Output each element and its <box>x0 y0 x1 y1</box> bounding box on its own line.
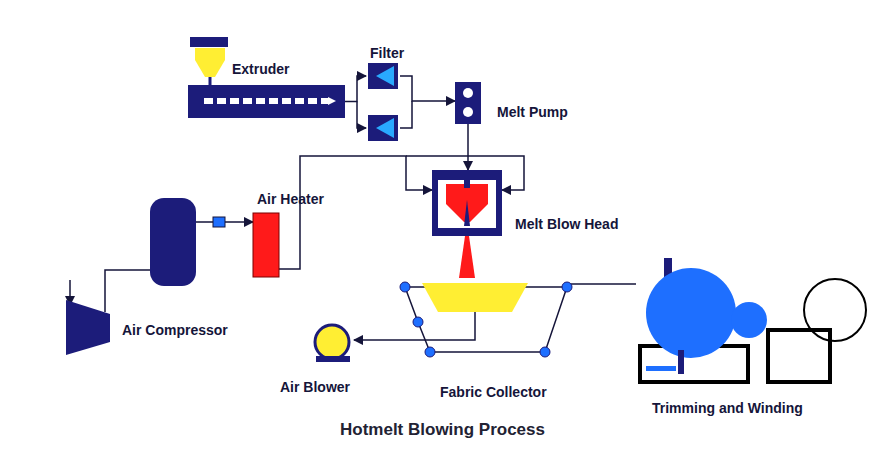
screw-flight <box>217 98 226 104</box>
hopper-stem <box>209 77 212 85</box>
filter: Filter <box>366 60 400 144</box>
component-label: Extruder <box>232 61 290 77</box>
filter-unit <box>368 115 398 141</box>
extruder-barrel <box>188 85 345 118</box>
air-tank <box>150 198 196 286</box>
screw-flight <box>269 98 278 104</box>
finished-roll <box>804 279 866 341</box>
air-blower: Air Blower <box>312 323 354 363</box>
component-label: Air Compressor <box>122 322 228 338</box>
die-tip <box>464 200 470 226</box>
tank-valve <box>213 217 225 227</box>
die-inlet <box>464 170 470 188</box>
flow-line-segment <box>279 156 432 269</box>
flow-line <box>279 156 524 269</box>
component-label: Fabric Collector <box>440 384 547 400</box>
filter-shape <box>366 60 400 144</box>
extruder: Extruder <box>188 85 345 118</box>
flow-line-segment <box>400 76 455 101</box>
trimming-winder-shape <box>636 258 868 386</box>
filter-unit <box>368 63 398 89</box>
melt-pump: Melt Pump <box>455 82 481 124</box>
air-heater-shape <box>253 213 279 277</box>
component-label: Air Heater <box>257 191 324 207</box>
pump-body <box>455 82 481 124</box>
flow-line-segment <box>357 102 366 129</box>
air-compressor-shape <box>66 300 110 355</box>
flow-line <box>354 340 400 341</box>
trimming-winder: Trimming and Winding <box>636 258 868 386</box>
flow-line <box>345 76 366 128</box>
screw-flight <box>204 98 213 104</box>
screw-flight <box>282 98 291 104</box>
screw-flight <box>230 98 239 104</box>
flow-line-segment <box>467 124 469 170</box>
blower-base <box>316 356 350 362</box>
caption: Hotmelt Blowing Process <box>0 420 885 440</box>
component-label: Air Blower <box>280 379 350 395</box>
air-blower-shape <box>312 323 354 363</box>
flow-line <box>570 284 636 285</box>
component-label: Melt Blow Head <box>515 216 618 232</box>
filter-mesh <box>376 66 394 86</box>
die-body <box>432 170 502 236</box>
screw-flight <box>243 98 252 104</box>
melt-spray <box>459 236 475 278</box>
flow-line-segment <box>406 156 524 190</box>
belt-roller <box>413 317 423 327</box>
flow-line-segment <box>345 76 366 102</box>
screw-tip <box>328 97 336 105</box>
filter-mesh <box>376 118 394 138</box>
screw-flight <box>295 98 304 104</box>
component-label: Melt Pump <box>497 104 568 120</box>
roll-stand <box>646 366 676 371</box>
component-label: Filter <box>370 45 404 61</box>
flow-line <box>400 76 455 128</box>
melt-pump-shape <box>455 82 481 124</box>
winding-roll <box>646 268 736 358</box>
flow-line-segment <box>400 101 412 128</box>
hopper-lid <box>190 37 228 47</box>
compressor-body <box>66 300 110 355</box>
air-heater: Air Heater <box>253 213 279 277</box>
belt-roller <box>425 347 435 357</box>
fabric-collector-shape <box>400 278 572 358</box>
fabric-collector: Fabric Collector <box>400 278 572 358</box>
flow-line <box>468 124 469 170</box>
belt-roller <box>562 282 572 292</box>
screw-flight <box>256 98 265 104</box>
heater-body <box>253 213 279 277</box>
pump-gear <box>463 88 473 98</box>
belt-roller <box>400 282 410 292</box>
melt-blow-head-shape <box>432 170 502 236</box>
suction-box <box>422 283 528 312</box>
screw-flight <box>308 98 317 104</box>
roll-stand <box>678 350 684 374</box>
melt-blow-head: Melt Blow Head <box>432 170 502 236</box>
air-compressor: Air Compressor <box>66 300 110 355</box>
blower-fan <box>315 325 349 359</box>
extruder-shape <box>188 85 345 118</box>
suction-duct <box>400 312 475 340</box>
flow-line-segment <box>354 339 400 341</box>
flow-line-segment <box>570 283 636 285</box>
hopper <box>195 48 225 77</box>
press-roll <box>731 302 767 338</box>
pump-gear <box>463 107 473 117</box>
component-label: Trimming and Winding <box>652 400 803 416</box>
belt-roller <box>540 347 550 357</box>
